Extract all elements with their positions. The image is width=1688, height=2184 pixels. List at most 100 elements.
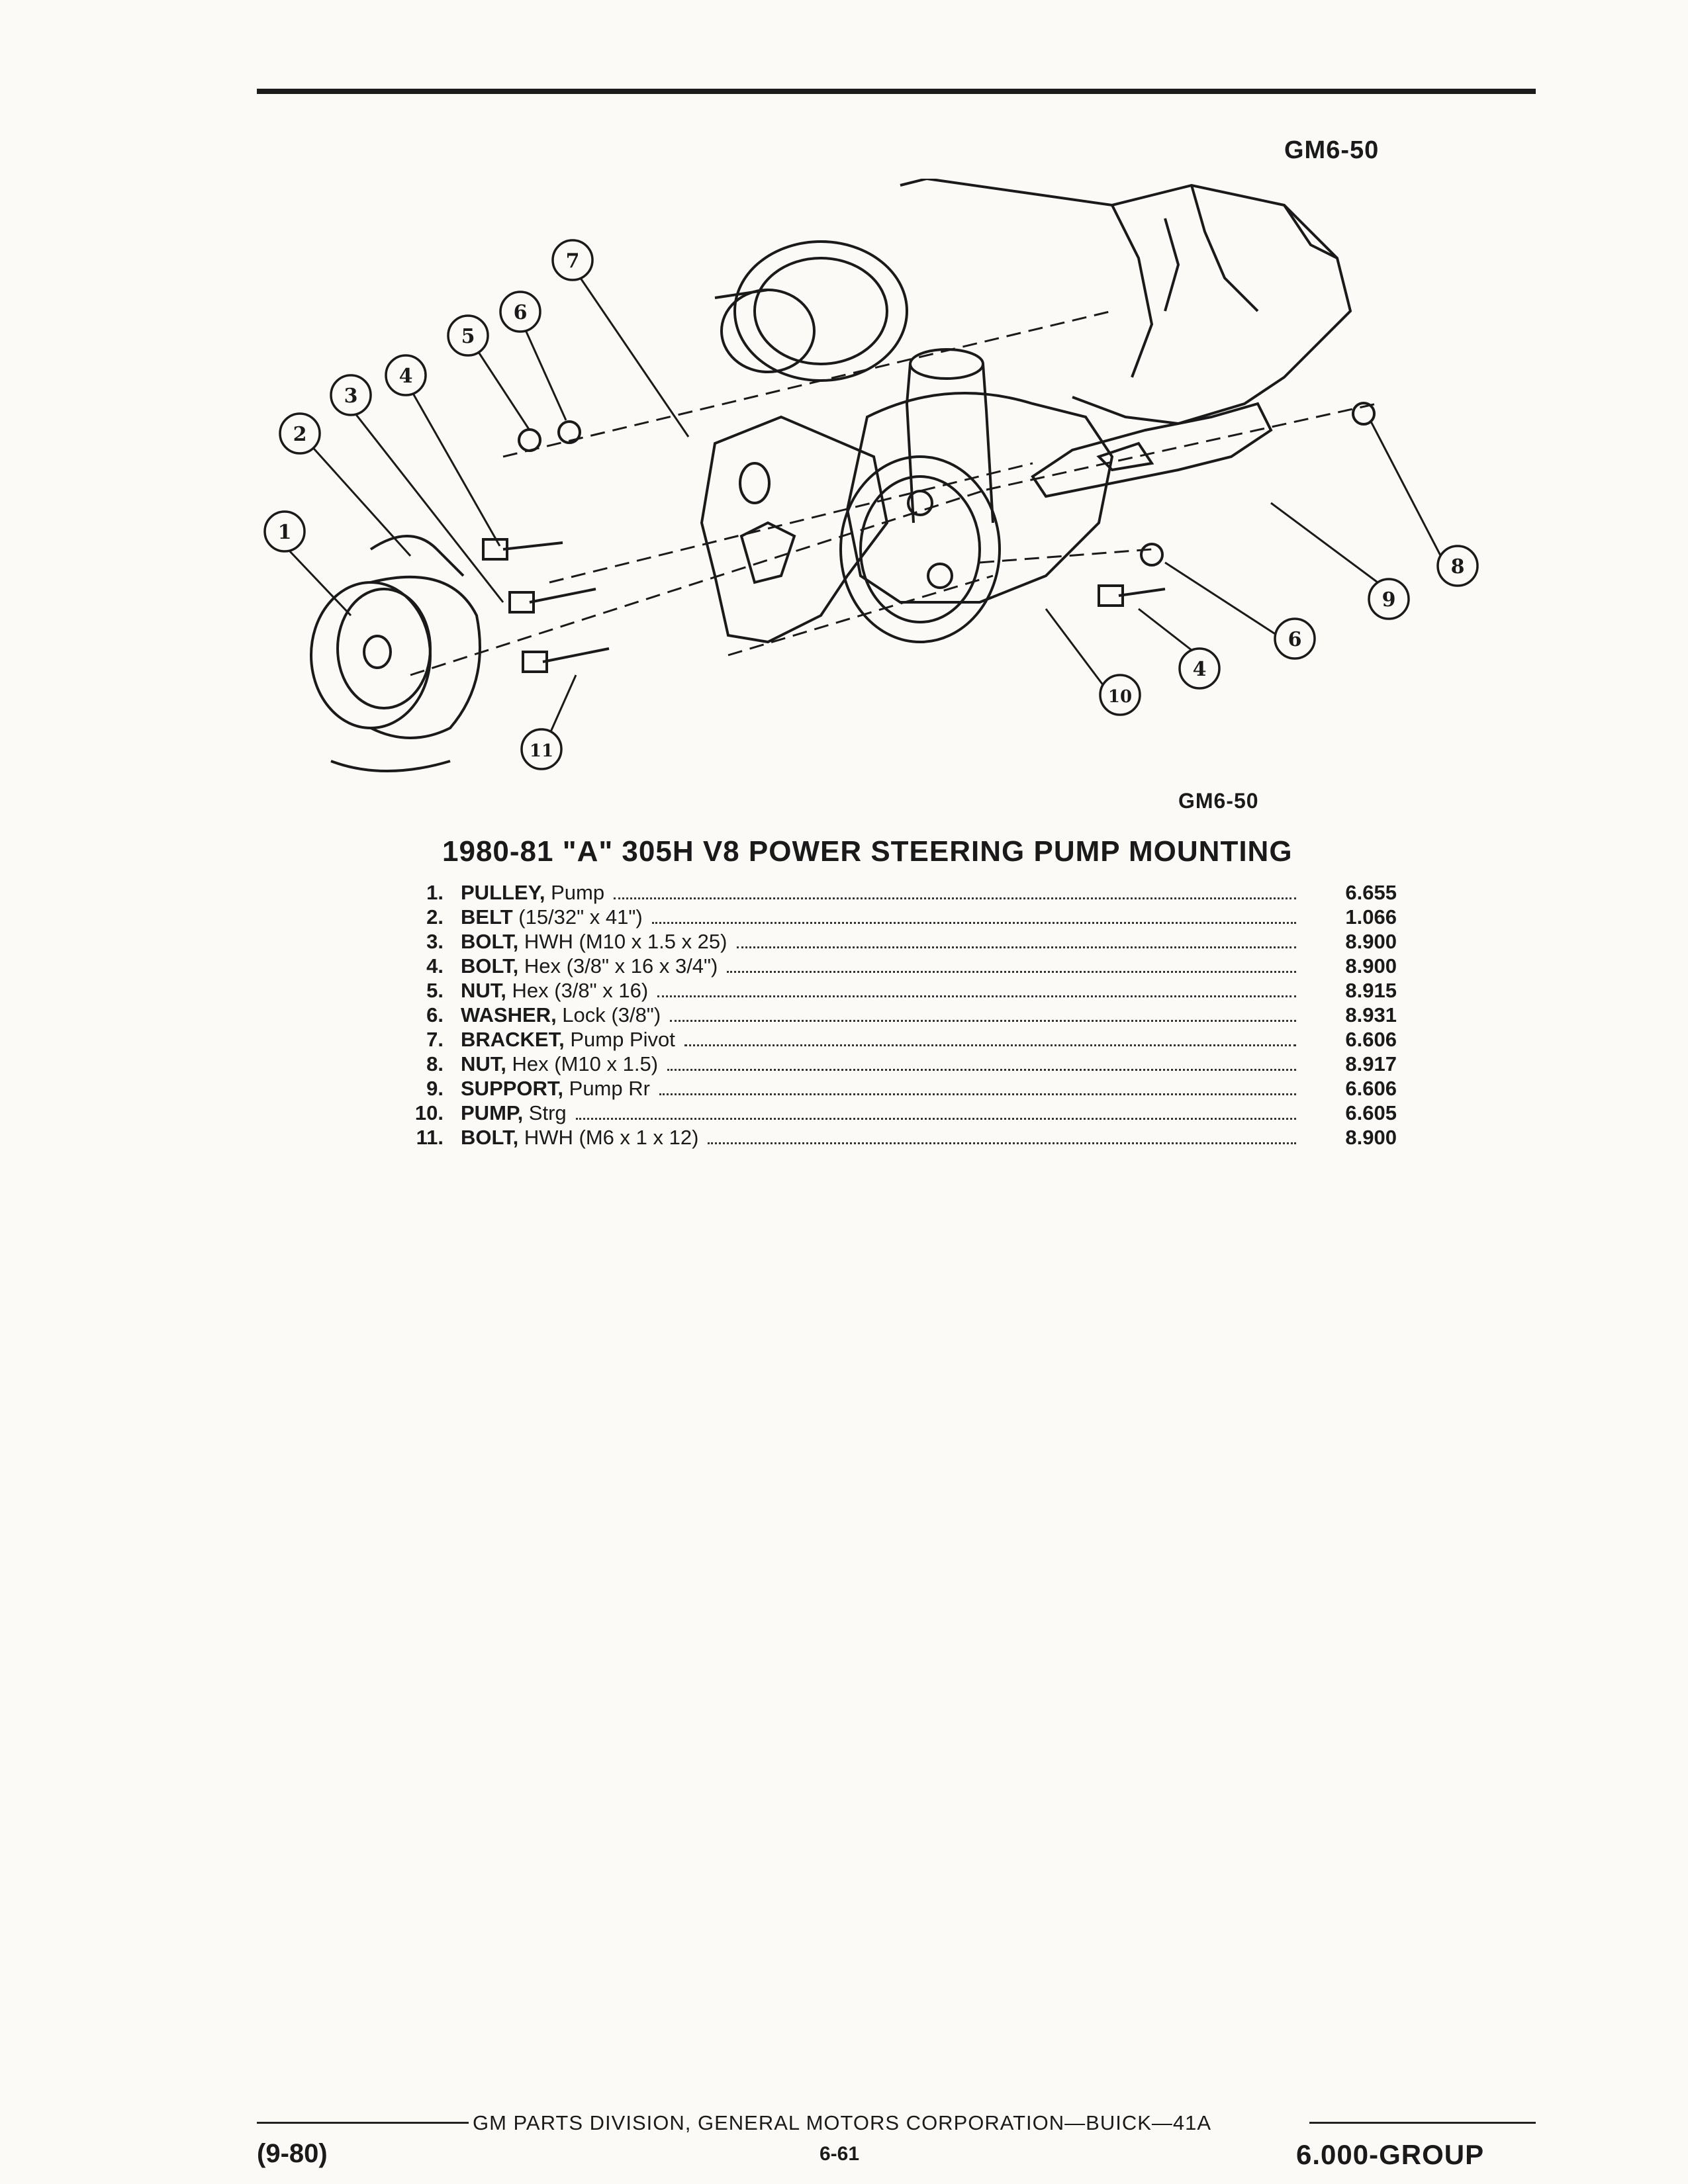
part-row: 2. BELT (15/32" x 41") 1.066 xyxy=(384,905,1397,929)
part-name: PULLEY, xyxy=(461,881,545,904)
callout-3: 3 xyxy=(344,385,358,408)
part-description: BOLT, Hex (3/8" x 16 x 3/4") xyxy=(461,954,718,978)
callout-circle-10 xyxy=(1099,674,1141,716)
part-code: 6.605 xyxy=(1345,1101,1397,1124)
part-number: 5. xyxy=(426,979,444,1002)
dot-leader xyxy=(659,1093,1296,1095)
dot-leader xyxy=(708,1142,1296,1144)
part-name: WASHER, xyxy=(461,1003,557,1026)
callout-9: 9 xyxy=(1382,588,1396,612)
part-detail: Strg xyxy=(523,1101,567,1124)
part-detail: HWH (M10 x 1.5 x 25) xyxy=(518,930,727,953)
part-row: 1. PULLEY, Pump 6.655 xyxy=(384,880,1397,905)
dot-leader xyxy=(670,1020,1296,1022)
part-detail: HWH (M6 x 1 x 12) xyxy=(518,1126,699,1149)
footer-rule-left xyxy=(257,2122,475,2124)
dot-leader xyxy=(736,946,1296,948)
callout-8: 8 xyxy=(1451,555,1465,578)
part-code: 8.917 xyxy=(1345,1052,1397,1075)
part-row: 4. BOLT, Hex (3/8" x 16 x 3/4") 8.900 xyxy=(384,954,1397,978)
part-code: 1.066 xyxy=(1345,905,1397,929)
part-description: PUMP, Strg xyxy=(461,1101,567,1125)
footer-date: (9-80) xyxy=(257,2139,328,2168)
callout-circle-6b xyxy=(1274,617,1316,660)
part-detail: Lock (3/8") xyxy=(556,1003,661,1026)
part-detail: Hex (3/8" x 16) xyxy=(506,979,649,1002)
callout-2: 2 xyxy=(293,423,307,446)
part-number: 6. xyxy=(426,1003,444,1026)
part-description: BOLT, HWH (M6 x 1 x 12) xyxy=(461,1125,698,1150)
figure-id-top: GM6-50 xyxy=(1284,136,1380,164)
footer-corporation: GM PARTS DIVISION, GENERAL MOTORS CORPOR… xyxy=(469,2111,1216,2135)
part-description: PULLEY, Pump xyxy=(461,880,604,905)
part-number: 9. xyxy=(426,1077,444,1100)
part-description: NUT, Hex (3/8" x 16) xyxy=(461,978,648,1003)
part-name: NUT, xyxy=(461,979,506,1002)
callout-4: 4 xyxy=(399,365,413,388)
parts-list: 1. PULLEY, Pump 6.655 2. BELT (15/32" x … xyxy=(384,880,1397,1150)
part-code: 6.655 xyxy=(1345,881,1397,904)
part-detail: Pump Rr xyxy=(563,1077,650,1100)
part-number: 3. xyxy=(426,930,444,953)
part-number: 7. xyxy=(426,1028,444,1051)
callout-circle-2 xyxy=(279,412,321,455)
part-detail: Pump Pivot xyxy=(564,1028,675,1051)
callout-6: 6 xyxy=(514,301,528,324)
callout-circle-4 xyxy=(385,354,427,396)
part-row: 6. WASHER, Lock (3/8") 8.931 xyxy=(384,1003,1397,1027)
callout-10: 10 xyxy=(1108,687,1132,707)
callout-circle-5 xyxy=(447,314,489,357)
part-number: 4. xyxy=(426,954,444,978)
callout-circle-7 xyxy=(551,239,594,281)
part-number: 2. xyxy=(426,905,444,929)
part-row: 8. NUT, Hex (M10 x 1.5) 8.917 xyxy=(384,1052,1397,1076)
callout-circle-9 xyxy=(1368,578,1410,620)
part-code: 6.606 xyxy=(1345,1077,1397,1100)
footer-rule xyxy=(257,2109,1536,2135)
part-row: 9. SUPPORT, Pump Rr 6.606 xyxy=(384,1076,1397,1101)
part-name: BOLT, xyxy=(461,930,519,953)
callout-circle-3 xyxy=(330,374,372,416)
part-name: BOLT, xyxy=(461,954,519,978)
part-number: 10. xyxy=(414,1101,444,1124)
part-code: 8.900 xyxy=(1345,954,1397,978)
section-title: 1980-81 "A" 305H V8 POWER STEERING PUMP … xyxy=(442,835,1293,868)
part-detail: Pump xyxy=(545,881,605,904)
callout-6b: 6 xyxy=(1288,628,1302,651)
part-detail: Hex (3/8" x 16 x 3/4") xyxy=(518,954,718,978)
callout-1: 1 xyxy=(278,521,292,544)
part-name: NUT, xyxy=(461,1052,506,1075)
footer-rule-right xyxy=(1309,2122,1536,2124)
part-row: 7. BRACKET, Pump Pivot 6.606 xyxy=(384,1027,1397,1052)
callout-circle-6 xyxy=(499,291,541,333)
part-name: PUMP, xyxy=(461,1101,524,1124)
part-description: NUT, Hex (M10 x 1.5) xyxy=(461,1052,658,1076)
part-number: 1. xyxy=(426,881,444,904)
part-description: BOLT, HWH (M10 x 1.5 x 25) xyxy=(461,929,727,954)
callout-5: 5 xyxy=(461,325,475,348)
callout-circle-1 xyxy=(263,510,306,553)
part-detail: Hex (M10 x 1.5) xyxy=(506,1052,659,1075)
dot-leader xyxy=(667,1069,1296,1071)
callout-circle-11 xyxy=(520,728,563,770)
dot-leader xyxy=(684,1044,1296,1046)
top-rule xyxy=(257,89,1536,94)
part-description: BELT (15/32" x 41") xyxy=(461,905,643,929)
part-detail: (15/32" x 41") xyxy=(512,905,643,929)
callout-11: 11 xyxy=(530,741,553,761)
part-row: 5. NUT, Hex (3/8" x 16) 8.915 xyxy=(384,978,1397,1003)
part-name: BRACKET, xyxy=(461,1028,565,1051)
callout-circle-8 xyxy=(1436,545,1479,587)
part-description: WASHER, Lock (3/8") xyxy=(461,1003,661,1027)
part-name: SUPPORT, xyxy=(461,1077,564,1100)
part-description: BRACKET, Pump Pivot xyxy=(461,1027,675,1052)
part-code: 8.931 xyxy=(1345,1003,1397,1026)
dot-leader xyxy=(575,1118,1296,1120)
pump-mounting-illustration: 1 2 3 4 5 6 7 8 9 10 4 6 11 xyxy=(263,179,1479,772)
page-number: 6-61 xyxy=(820,2143,860,2165)
part-row: 10. PUMP, Strg 6.605 xyxy=(384,1101,1397,1125)
part-description: SUPPORT, Pump Rr xyxy=(461,1076,650,1101)
dot-leader xyxy=(657,995,1296,997)
part-name: BELT xyxy=(461,905,513,929)
part-name: BOLT, xyxy=(461,1126,519,1149)
